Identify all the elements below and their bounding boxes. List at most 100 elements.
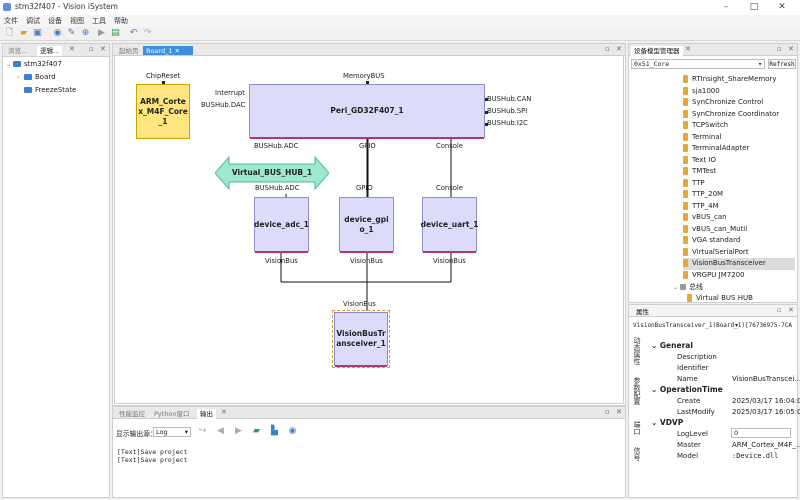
diagram-canvas[interactable]: ChipReset ARM_Cortex_M4F_Core_1 MemoryBU… (114, 55, 624, 404)
device-item[interactable]: Text IO (683, 155, 795, 167)
tab-performance[interactable]: 性能监控 (119, 410, 145, 418)
collapse-icon[interactable]: ⌄ (651, 418, 660, 427)
chevron-down-icon[interactable]: ▾ (735, 322, 739, 329)
menu-tools[interactable]: 工具 (92, 17, 106, 25)
device-item[interactable]: TMTest (683, 166, 795, 178)
menu-help[interactable]: 帮助 (114, 17, 128, 25)
float-icon[interactable]: ▫ (89, 45, 94, 53)
close-icon[interactable]: ✕ (69, 45, 75, 53)
block-transceiver[interactable]: VisionBusTransceiver_1 (332, 310, 390, 368)
menu-view[interactable]: 视图 (70, 17, 84, 25)
tree-item-freezestate[interactable]: FreezeState (24, 86, 76, 94)
device-item[interactable]: TCPSwitch (683, 120, 795, 132)
block-cortex[interactable]: ARM_Cortex_M4F_Core_1 (136, 84, 190, 139)
close-panel-icon[interactable]: ✕ (788, 306, 794, 314)
close-panel-icon[interactable]: ✕ (788, 45, 794, 53)
block-hub[interactable]: Virtual_BUS_HUB_1 (231, 168, 313, 177)
new-file-icon[interactable]: 🗋 (5, 28, 14, 38)
tree-root[interactable]: ⌄stm32f407 (6, 60, 62, 68)
device-item[interactable]: TTP_4M (683, 201, 795, 213)
tab-output[interactable]: 输出 (197, 409, 216, 419)
prop-category-operationtime[interactable]: ⌄ OperationTime (651, 385, 723, 394)
layout-icon[interactable]: ▤ (111, 28, 120, 38)
side-tab-ports[interactable]: 端口 (633, 421, 641, 435)
prop-value[interactable]: :Device.dll (732, 452, 779, 460)
save-icon[interactable]: ▣ (33, 28, 42, 38)
side-tab-dynamic[interactable]: 动态属性 (633, 337, 641, 365)
collapse-icon[interactable]: ⌄ (651, 385, 660, 394)
loglevel-stepper[interactable]: 0 (731, 428, 791, 438)
prev-icon[interactable]: ◀ (217, 426, 224, 436)
device-item[interactable]: VisionBusTransceiver (683, 258, 795, 270)
tab-board-1[interactable]: Board_1 ✕ (143, 46, 193, 56)
block-device-gpio[interactable]: device_gpio_1 (339, 197, 394, 253)
tab-logic[interactable]: 逻辑... (37, 46, 63, 56)
open-folder-icon[interactable]: ▰ (20, 28, 27, 38)
prop-category-general[interactable]: ⌄ General (651, 341, 693, 350)
close-icon[interactable]: ✕ (616, 45, 622, 53)
float-icon[interactable]: ▫ (605, 408, 610, 416)
device-item[interactable]: VGA standard (683, 235, 795, 247)
device-item[interactable]: sja1000 (683, 86, 795, 98)
float-icon[interactable]: ▫ (605, 45, 610, 53)
undo-icon[interactable]: ↶ (129, 28, 138, 38)
device-category-select[interactable]: 0x51_Core▾ (631, 59, 765, 69)
find-icon[interactable]: ▰ (253, 426, 260, 436)
go-icon[interactable]: ↪ (198, 426, 207, 436)
expand-icon[interactable]: › (17, 74, 20, 81)
device-item[interactable]: TTP_20M (683, 189, 795, 201)
prop-value[interactable]: 2025/03/17 16:04:0 (732, 397, 800, 405)
device-item[interactable]: TerminalAdapter (683, 143, 795, 155)
block-device-adc[interactable]: device_adc_1 (254, 197, 309, 253)
prop-category-vdvp[interactable]: ⌄ VDVP (651, 418, 684, 427)
device-item[interactable]: SynChronize Coordinator (683, 109, 795, 121)
device-item[interactable]: RTInsight_ShareMemory (683, 74, 795, 86)
prop-value[interactable]: 2025/03/17 16:05:0 (732, 408, 800, 416)
collapse-icon[interactable]: ⌄ (673, 284, 679, 291)
close-icon[interactable]: ✕ (174, 47, 181, 55)
clear-icon[interactable]: ▙ (271, 426, 278, 436)
device-item[interactable]: VirtualSerialPort (683, 247, 795, 259)
group-bus[interactable]: ⌄总线 (673, 283, 703, 291)
side-tab-signals[interactable]: 信号 (633, 447, 641, 461)
close-panel-icon[interactable]: ✕ (100, 45, 106, 53)
device-item[interactable]: SynChronize Control (683, 97, 795, 109)
minimize-icon[interactable]: – (723, 2, 729, 12)
tab-python[interactable]: Python窗口 (154, 410, 190, 418)
tab-browse[interactable]: 浏览... (8, 47, 28, 55)
collapse-icon[interactable]: ⌄ (6, 61, 12, 68)
zoom-icon[interactable]: ⊕ (81, 28, 90, 38)
side-tab-config[interactable]: 参数配置 (633, 377, 641, 405)
close-icon[interactable]: ✕ (778, 2, 786, 12)
output-source-select[interactable]: Log▾ (153, 427, 191, 437)
refresh-button[interactable]: Refresh (768, 59, 796, 69)
prop-value[interactable]: VisionBusTranscei... (732, 375, 800, 383)
run-icon[interactable]: ▶ (98, 28, 105, 38)
close-icon[interactable]: ✕ (221, 408, 227, 416)
menu-debug[interactable]: 调试 (26, 17, 40, 25)
maximize-icon[interactable]: □ (749, 2, 759, 12)
edit-icon[interactable]: ✎ (67, 28, 76, 38)
menu-file[interactable]: 文件 (4, 17, 18, 25)
device-item[interactable]: VRGPU JM7200 (683, 270, 795, 282)
collapse-icon[interactable]: ⌄ (651, 341, 660, 350)
tab-device-manager[interactable]: 设备模型管理器 (631, 46, 683, 56)
tab-start-page[interactable]: 起始页 (119, 47, 139, 55)
next-icon[interactable]: ▶ (235, 426, 242, 436)
wrap-icon[interactable]: ◉ (288, 426, 297, 436)
float-icon[interactable]: ▫ (777, 306, 782, 314)
block-peri[interactable]: Peri_GD32F407_1 (249, 84, 485, 139)
menu-device[interactable]: 设备 (48, 17, 62, 25)
record-icon[interactable]: ◉ (53, 28, 62, 38)
redo-icon[interactable]: ↷ (143, 28, 152, 38)
tree-item-board[interactable]: ›Board (17, 73, 56, 81)
device-item[interactable]: vBUS_can (683, 212, 795, 224)
prop-value[interactable]: ARM_Cortex_M4F_... (732, 441, 800, 449)
close-icon[interactable]: ✕ (616, 408, 622, 416)
float-icon[interactable]: ▫ (777, 45, 782, 53)
device-item[interactable]: Terminal (683, 132, 795, 144)
close-icon[interactable]: ✕ (685, 45, 691, 53)
device-item[interactable]: TTP (683, 178, 795, 190)
block-device-uart[interactable]: device_uart_1 (421, 197, 478, 253)
device-item-partial[interactable]: Virtual BUS HUB (687, 293, 753, 302)
